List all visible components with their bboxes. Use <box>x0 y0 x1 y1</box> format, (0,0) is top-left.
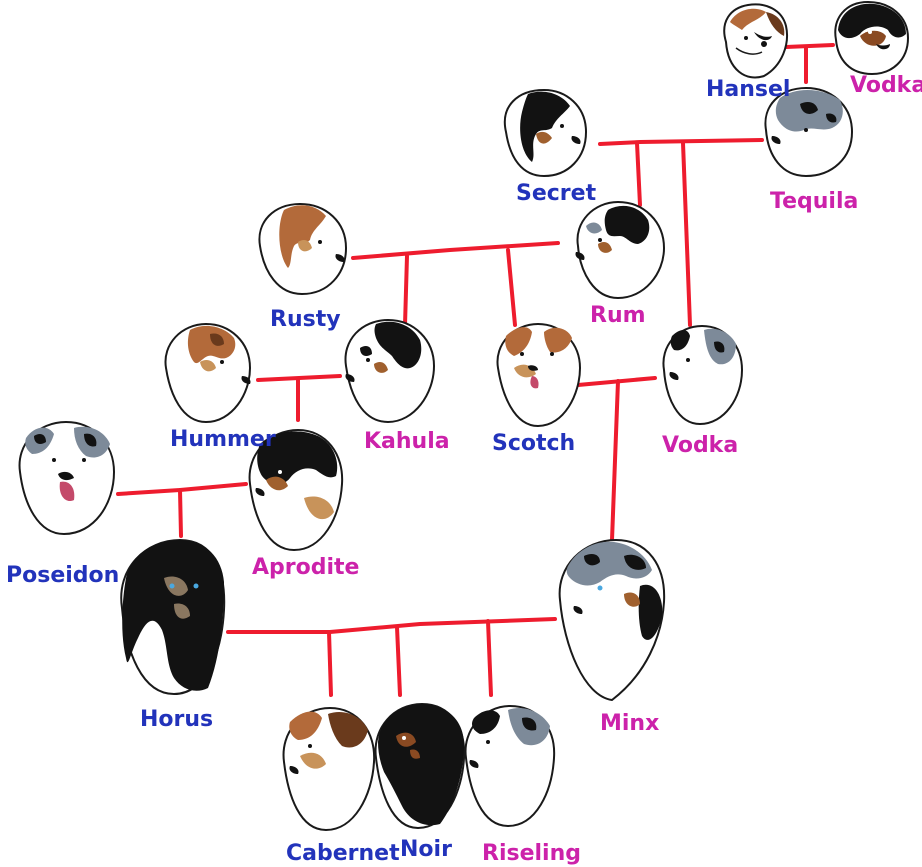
connector-to-kahula <box>405 256 407 325</box>
dog-portrait-vodka-top <box>835 2 908 74</box>
connector-to-scotch <box>508 250 515 325</box>
dog-portrait-horus <box>121 540 224 694</box>
dog-portrait-cabernet <box>284 708 375 830</box>
connector-to-vodka-mid <box>683 143 690 325</box>
dog-portrait-kahula <box>345 320 434 422</box>
label-aprodite: Aprodite <box>252 555 359 580</box>
label-rusty: Rusty <box>270 307 341 332</box>
label-hansel: Hansel <box>706 77 790 102</box>
label-riseling: Riseling <box>482 841 581 866</box>
label-vodka-top: Vodka <box>850 73 922 98</box>
connector-hansel-vodka <box>786 45 833 47</box>
label-scotch: Scotch <box>492 431 575 456</box>
label-hummer: Hummer <box>170 427 276 452</box>
connector-to-minx <box>612 381 618 540</box>
dog-portrait-scotch <box>497 324 580 426</box>
dog-portrait-rum <box>575 202 664 298</box>
label-kahula: Kahula <box>364 429 450 454</box>
dog-portrait-hansel <box>724 4 787 77</box>
dog-portrait-riseling <box>466 706 555 826</box>
connector-to-rum <box>637 143 640 205</box>
dog-portrait-poseidon <box>20 422 114 534</box>
label-noir: Noir <box>400 837 452 862</box>
connector-horus-minx <box>228 619 555 632</box>
label-minx: Minx <box>600 711 659 736</box>
dog-portrait-vodka-mid <box>663 326 742 424</box>
dog-portrait-secret <box>505 90 586 176</box>
label-cabernet: Cabernet <box>286 841 400 866</box>
connector-secret-tequila <box>600 140 762 144</box>
label-tequila: Tequila <box>770 189 858 214</box>
label-vodka-mid: Vodka <box>662 433 738 458</box>
connector-to-riseling <box>488 621 491 695</box>
connector-rusty-rum <box>353 243 558 258</box>
dog-portrait-noir <box>376 704 465 828</box>
dog-portrait-hummer <box>165 324 250 422</box>
label-rum: Rum <box>590 303 646 328</box>
label-secret: Secret <box>516 181 597 206</box>
connector-to-noir <box>397 627 400 695</box>
connector-to-cabernet <box>329 632 331 695</box>
dog-portrait-minx <box>560 540 665 700</box>
connector-to-horus <box>180 490 181 536</box>
label-poseidon: Poseidon <box>6 563 119 588</box>
label-horus: Horus <box>140 707 213 732</box>
dog-portrait-rusty <box>259 204 346 294</box>
